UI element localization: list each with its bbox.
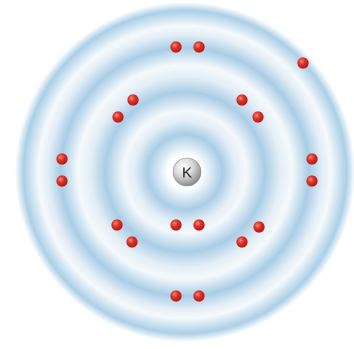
electron-shell-3	[56, 175, 68, 187]
electron-shells	[56, 41, 318, 302]
electron-shell-2	[126, 236, 138, 248]
electron-shell-2	[253, 221, 265, 233]
electron-shell-3	[170, 41, 182, 53]
electron-shell-1	[170, 219, 182, 231]
element-symbol: K	[182, 165, 192, 182]
electron-shell-2	[236, 94, 248, 106]
electron-shell-3	[56, 153, 68, 165]
electron-shell-2	[236, 236, 248, 248]
electron-shell-2	[111, 219, 123, 231]
electron-shell-2	[127, 94, 139, 106]
electron-shell-3	[170, 290, 182, 302]
electron-shell-2	[112, 111, 124, 123]
electron-shell-3	[193, 41, 205, 53]
electron-shell-3	[306, 153, 318, 165]
nucleus: K	[172, 157, 202, 187]
electron-shell-2	[252, 111, 264, 123]
electron-shell-4	[297, 57, 309, 69]
electron-shell-3	[306, 175, 318, 187]
nucleus-sphere	[172, 157, 202, 187]
electron-shell-1	[193, 219, 205, 231]
electron-shell-3	[193, 290, 205, 302]
